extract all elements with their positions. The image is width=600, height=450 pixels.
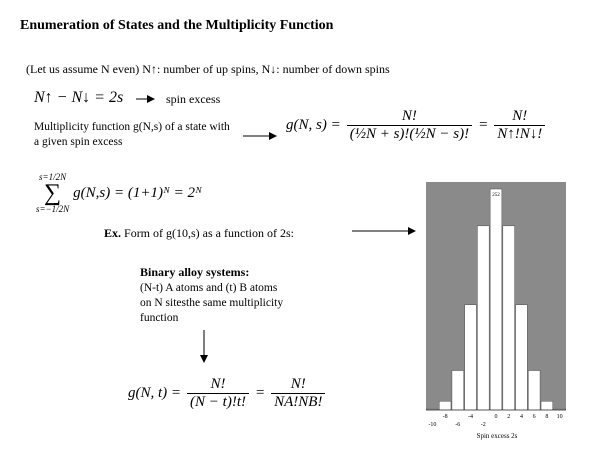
g-nt-fraction-2: N! NA!NB! bbox=[271, 376, 326, 411]
g-nt-denominator: (N − t)!t! bbox=[187, 393, 249, 411]
binary-alloy-formula: g(N, t) = N! (N − t)!t! = N! NA!NB! bbox=[128, 376, 326, 411]
sum-body: g(N,s) = (1+1)ᴺ = 2ᴺ bbox=[73, 184, 202, 201]
example-lead: Ex. bbox=[104, 226, 122, 240]
sigma-icon: ∑ bbox=[44, 180, 62, 206]
sum-upper-limit: s=1/2N bbox=[39, 172, 67, 182]
x-tick-label: 6 bbox=[533, 414, 536, 420]
assumption-down-text: : number of down spins bbox=[276, 62, 390, 76]
histogram-bar bbox=[502, 225, 515, 411]
g-nt-denominator-2: NA!NB! bbox=[271, 393, 326, 411]
histogram-bar bbox=[528, 370, 541, 411]
assumption-line: (Let us assume N even) N↑: number of up … bbox=[26, 62, 390, 77]
x-tick-label: 4 bbox=[520, 414, 523, 420]
spin-excess-label: spin excess bbox=[166, 92, 221, 106]
g-ns-numerator: N! bbox=[401, 108, 417, 124]
sum-equation: s=1/2N ∑ s=−1/2N g(N,s) = (1+1)ᴺ = 2ᴺ bbox=[36, 172, 202, 214]
x-tick-label: 8 bbox=[545, 414, 548, 420]
x-tick-label: -10 bbox=[428, 422, 436, 428]
g-ns-numerator-2: N! bbox=[512, 108, 528, 124]
multiplicity-formula: g(N, s) = N! (½N + s)!(½N − s)! = N! N↑!… bbox=[286, 108, 546, 143]
page-title: Enumeration of States and the Multiplici… bbox=[20, 18, 334, 33]
histogram-bar bbox=[451, 370, 464, 411]
binary-alloy-description: (N-t) A atoms and (t) B atoms on N sites… bbox=[140, 282, 284, 324]
histogram-bar bbox=[439, 401, 452, 411]
g-ns-lhs: g(N, s) = bbox=[286, 117, 341, 133]
g-ns-denominator-2: N↑!N↓! bbox=[494, 125, 546, 143]
histogram-bar bbox=[515, 304, 528, 411]
g-nt-numerator-2: N! bbox=[290, 376, 306, 392]
x-tick-label: -6 bbox=[455, 422, 460, 428]
assumption-up-text: : number of up spins, N bbox=[156, 62, 271, 76]
spin-excess-equation: N↑ − N↓ = 2s bbox=[34, 89, 124, 106]
x-tick-label: 10 bbox=[557, 414, 563, 420]
histogram-bar bbox=[477, 225, 490, 411]
x-tick-label: -4 bbox=[468, 414, 473, 420]
g-ns-fraction-1: N! (½N + s)!(½N − s)! bbox=[346, 108, 473, 143]
sum-lower-limit: s=−1/2N bbox=[36, 204, 70, 214]
summation: s=1/2N ∑ s=−1/2N bbox=[36, 172, 69, 214]
histogram-bar bbox=[464, 304, 477, 411]
g-ns-equals: = bbox=[478, 117, 489, 133]
x-tick-label: 0 bbox=[495, 414, 498, 420]
multiplicity-description: Multiplicity function g(N,s) of a state … bbox=[34, 121, 230, 148]
multiplicity-histogram: 252 -8 -4 0 2 4 6 8 10 -10 -6 -2 Spin excess 2s bbox=[422, 180, 572, 445]
x-axis-label: Spin excess 2s bbox=[477, 432, 518, 440]
down-arrow-icon: ↓ bbox=[270, 62, 277, 76]
bar-value-label: 252 bbox=[492, 193, 500, 198]
g-ns-fraction-2: N! N↑!N↓! bbox=[494, 108, 546, 143]
assumption-prefix: (Let us assume N even) N bbox=[26, 62, 151, 76]
x-tick-label: 2 bbox=[507, 414, 510, 420]
g-nt-fraction-1: N! (N − t)!t! bbox=[187, 376, 249, 411]
up-arrow-icon: ↑ bbox=[150, 62, 157, 76]
g-nt-equals: = bbox=[255, 385, 266, 401]
x-tick-label: -8 bbox=[443, 414, 448, 420]
example-line: Ex. Form of g(10,s) as a function of 2s: bbox=[104, 226, 294, 241]
x-tick-label: -2 bbox=[481, 422, 486, 428]
g-nt-lhs: g(N, t) = bbox=[128, 385, 182, 401]
binary-alloy-title: Binary alloy systems: bbox=[140, 265, 250, 279]
g-ns-denominator: (½N + s)!(½N − s)! bbox=[346, 125, 473, 143]
histogram-bar bbox=[489, 188, 503, 411]
example-text: Form of g(10,s) as a function of 2s: bbox=[124, 226, 294, 240]
g-nt-numerator: N! bbox=[210, 376, 226, 392]
histogram-bar bbox=[540, 401, 553, 411]
